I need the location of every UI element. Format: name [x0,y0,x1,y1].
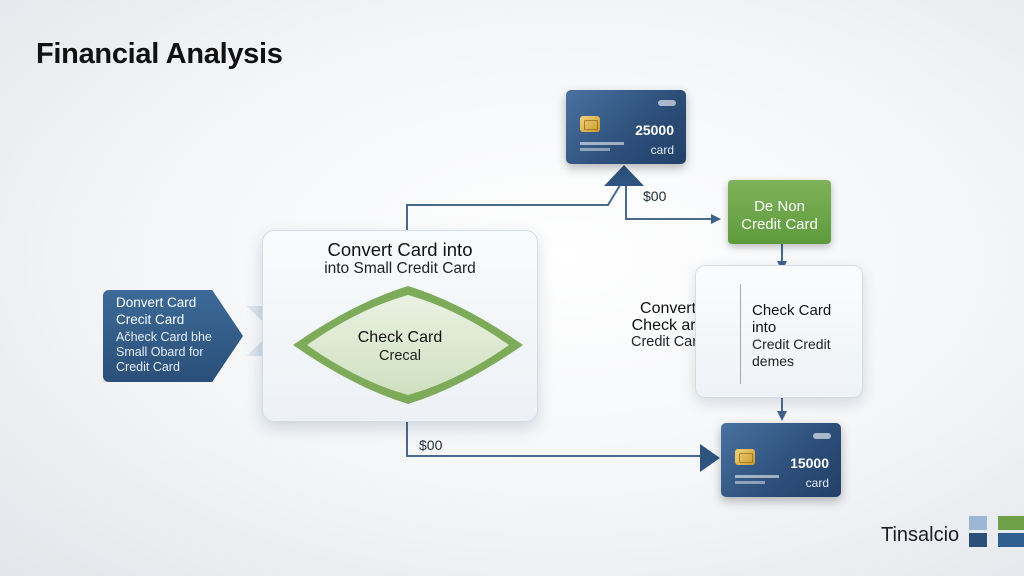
logo-icon [969,516,1024,547]
right-panel-left-line1: Convert [640,300,697,317]
right-panel-right-line3: Credit Credit [752,336,831,352]
page-title: Financial Analysis [36,38,283,70]
arrowhead-top-card [604,165,644,186]
center-panel: Convert Card into into Small Credit Card… [262,230,538,422]
decision-diamond [293,286,523,404]
arrowhead-bottom-card [700,444,720,472]
right-panel-left-line2: Check ard [631,317,705,334]
diamond-label-line1: Check Card [357,329,443,346]
amount-label-bottom: $00 [419,437,443,453]
connector-top-card-to-green [625,186,721,224]
right-panel-right-line1: Check Card [752,302,832,319]
logo-text: Tinsalcio [881,524,960,546]
left-node-line4: Small Obard for [116,345,204,359]
right-panel-right-text: Check Card into Credit Credit demes [752,302,831,370]
left-node-line3: Ačheck Card bhe [116,330,212,344]
credit-card-bottom: 15000 card [721,423,841,497]
card-contactless-icon [813,433,831,439]
connector-center-to-bottom-card [406,420,700,457]
card-top-amount: 25000 [635,122,674,138]
green-node: De Non Credit Card [728,180,831,244]
credit-card-top: 25000 card [566,90,686,164]
diamond-label-line2: Crecal [379,348,421,364]
left-node-line1: Donvert Card [116,295,197,310]
left-node-line2: Crecit Card [116,312,185,327]
card-chip-icon [735,449,755,465]
left-node-line5: Credit Card [116,360,180,374]
right-panel-right-line2: into [752,319,777,336]
green-node-line1: De Non [754,198,805,215]
right-panel-right-line4: demes [752,353,795,369]
green-node-line2: Credit Card [741,216,818,233]
right-panel-left-line3: Credit Card [631,334,706,350]
card-bottom-amount: 15000 [790,455,829,471]
right-panel-left-text: Convert Check ard Credit Card [631,300,705,351]
left-node: Donvert Card Crecit Card Ačheck Card bhe… [103,290,243,382]
right-panel-divider [740,284,741,384]
right-panel: Check Card into Credit Credit demes [695,265,863,398]
card-top-label: card [650,143,674,157]
center-panel-subtitle: into Small Credit Card [324,260,476,277]
connector-center-to-top-card [406,181,623,230]
center-panel-title: Convert Card into [327,239,473,260]
amount-label-top: $00 [643,188,667,204]
card-bottom-label: card [805,476,829,490]
card-contactless-icon [658,100,676,106]
card-chip-icon [580,116,600,132]
